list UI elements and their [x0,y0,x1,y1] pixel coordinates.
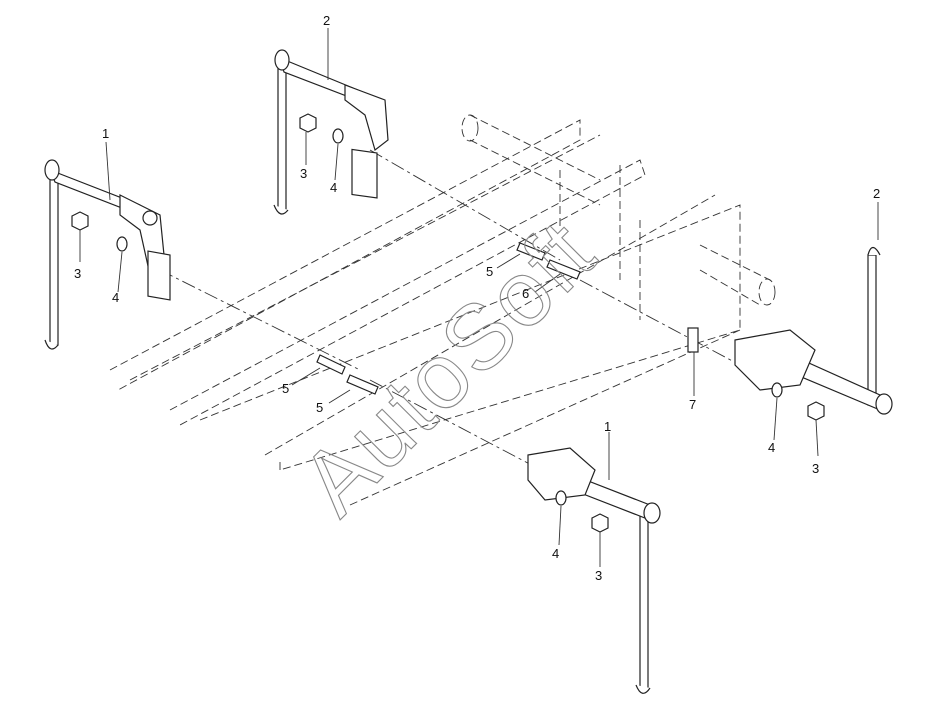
bracket-assembly-bottom [527,447,661,694]
callout-bracket-right: 2 [873,186,880,201]
callout-bolt-top-5: 5 [486,264,493,279]
callout-bolt-mid-5b: 5 [316,400,323,415]
callout-bolt-top-6: 6 [522,286,529,301]
bolt-mid-5a [316,354,346,375]
bracket-assembly-top [273,49,389,215]
callout-nut-top: 3 [300,166,307,181]
callout-bracket-left: 1 [102,126,109,141]
bolt-mid-5b [346,374,379,395]
washer-bottom [555,490,567,506]
washer-left [116,236,128,252]
bolt-top-6 [546,259,581,280]
bolt-top-5 [516,242,546,261]
callout-bracket-bottom: 1 [604,419,611,434]
bracket-assembly-left [44,159,171,350]
washer-top [332,128,344,144]
chassis-frame [109,114,776,506]
callouts: 1 3 4 2 3 4 5 6 5 5 2 7 4 3 1 4 3 [74,13,880,583]
callout-bolt-mid-5a: 5 [282,381,289,396]
washer-right [771,382,783,398]
callout-washer-bottom: 4 [552,546,559,561]
nut-right [807,401,825,421]
callout-washer-top: 4 [330,180,337,195]
nut-top [299,113,317,133]
callout-washer-right: 4 [768,440,775,455]
bracket-assembly-right [734,246,893,415]
callout-nut-left: 3 [74,266,81,281]
plate-7 [687,327,699,353]
callout-nut-right: 3 [812,461,819,476]
leader-lines [79,28,879,567]
hardware [71,113,825,533]
nut-bottom [591,513,609,533]
nut-left [71,211,89,231]
callout-washer-left: 4 [112,290,119,305]
callout-bracket-top: 2 [323,13,330,28]
callout-plate-7: 7 [689,397,696,412]
callout-nut-bottom: 3 [595,568,602,583]
